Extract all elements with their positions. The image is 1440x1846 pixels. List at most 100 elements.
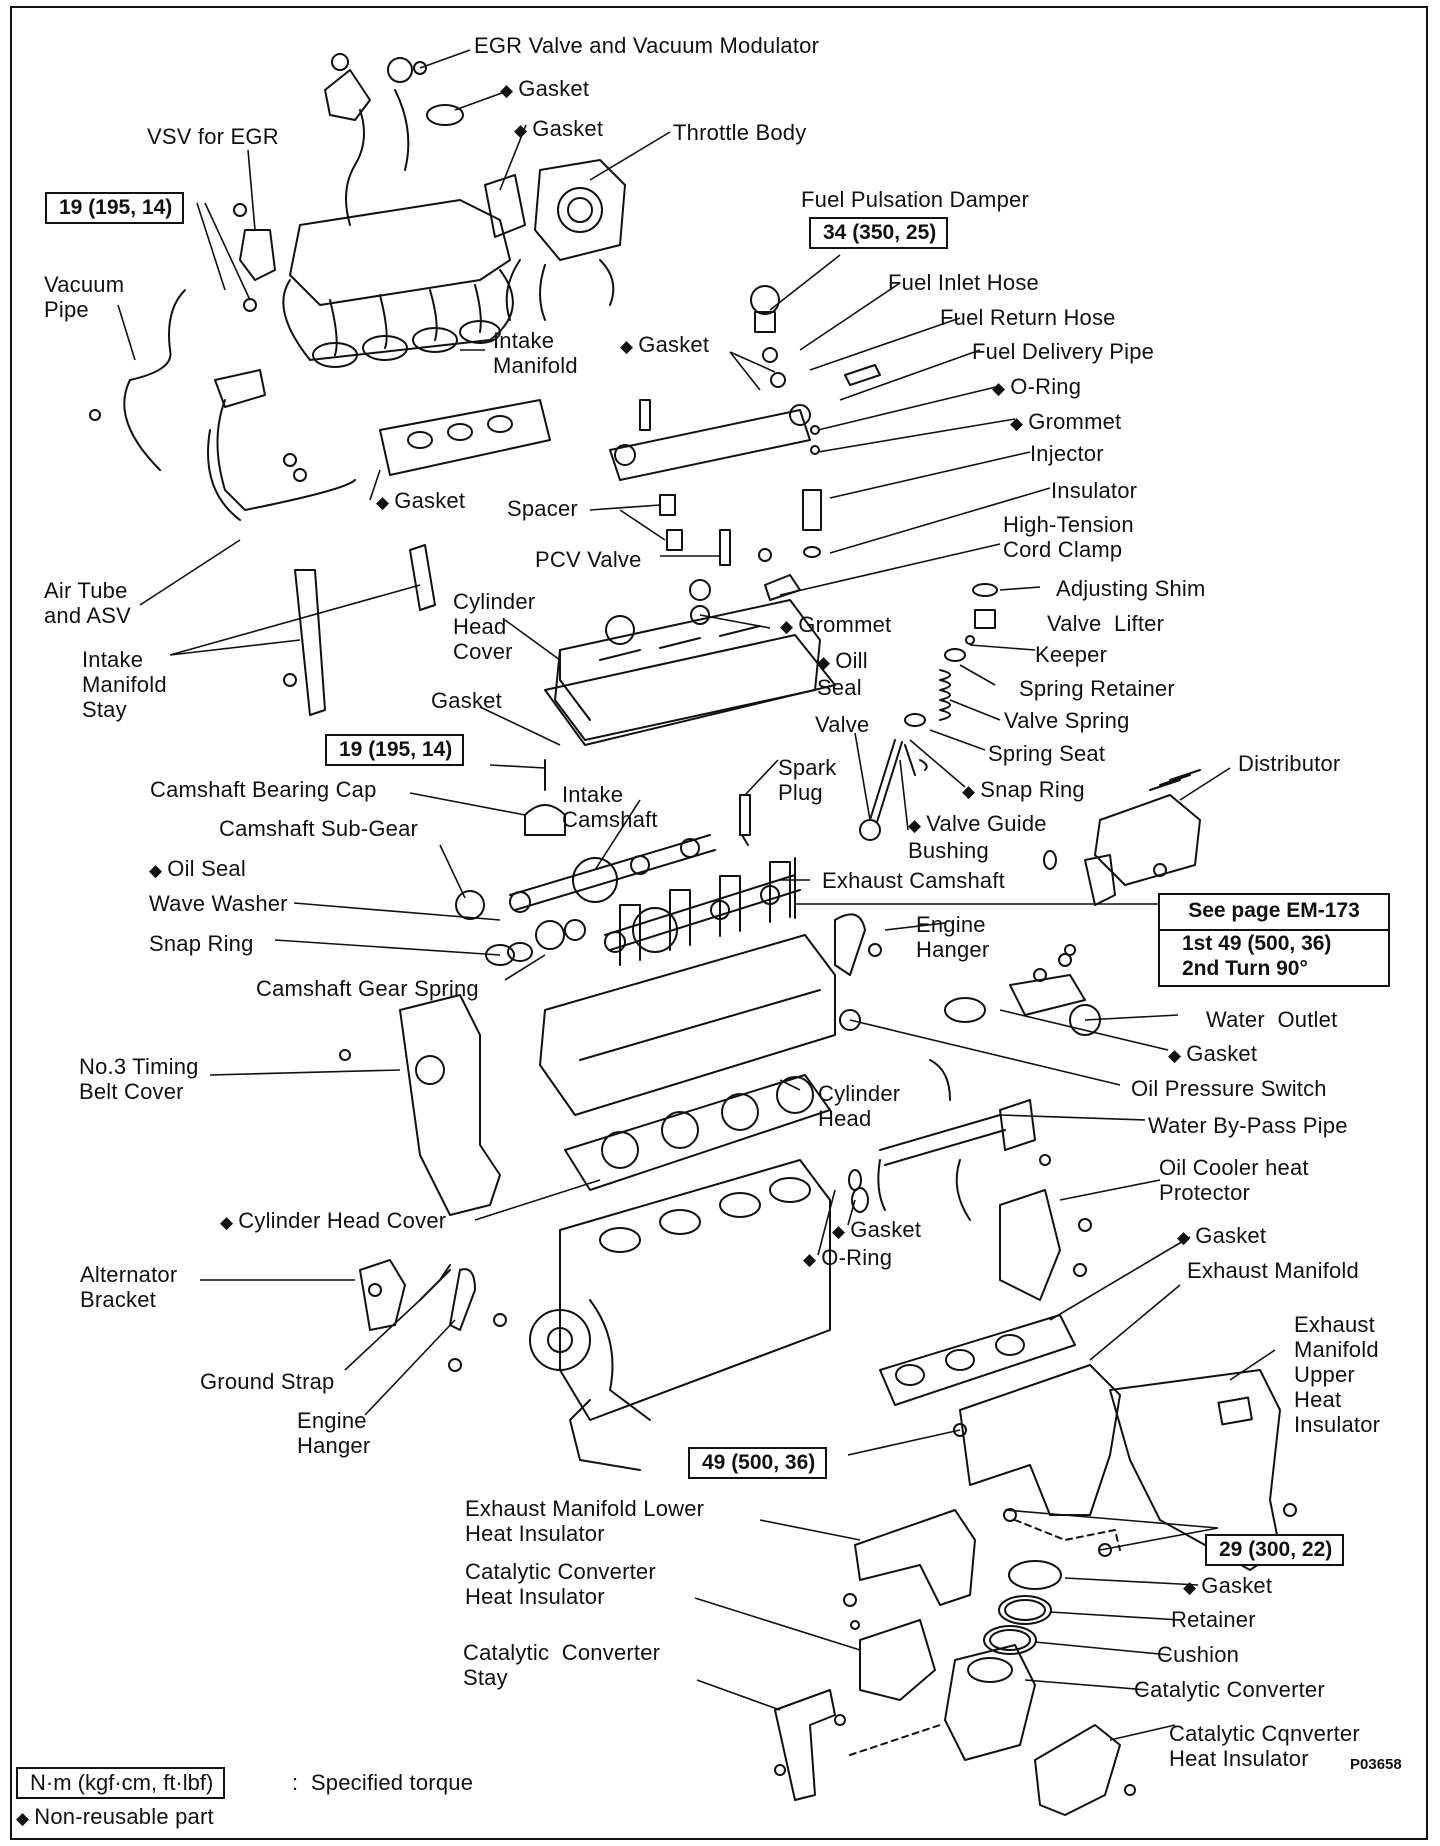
head-gasket-part: [564, 1074, 831, 1191]
label-cat-stay: Catalytic Converter Stay: [463, 1640, 661, 1690]
label-text: Gasket: [394, 488, 466, 513]
label-vacuum-pipe: Vacuum Pipe: [44, 272, 125, 322]
label-cat-heat-insulator-left: Catalytic Converter Heat Insulator: [465, 1559, 656, 1609]
label-gasket-catalytic: ◆Gasket: [1183, 1573, 1272, 1600]
label-injector: Injector: [1030, 441, 1104, 466]
intake-gasket-part: [379, 399, 551, 476]
torque-pulsation-damper: 34 (350, 25): [809, 217, 949, 249]
legend-torque-unit-box: N·m (kgf·cm, ft·lbf): [16, 1767, 226, 1799]
nonreusable-marker: ◆: [514, 121, 528, 140]
head-bolt-spec-step2: 2nd Turn 90°: [1182, 957, 1308, 980]
exhaust-manifold-part: [879, 1314, 1121, 1516]
label-text: Snap Ring: [980, 777, 1085, 802]
torque-head-cover: 19 (195, 14): [325, 734, 465, 766]
torque-catalytic: 29 (300, 22): [1205, 1534, 1345, 1566]
label-text: Gasket: [850, 1217, 922, 1242]
label-text: O-Ring: [821, 1245, 893, 1270]
label-spring-retainer: Spring Retainer: [1019, 676, 1175, 701]
label-spacer: Spacer: [507, 496, 578, 521]
label-gasket-fuel: ◆Gasket: [620, 332, 709, 359]
label-pcv-valve: PCV Valve: [535, 547, 642, 572]
nonreusable-marker: ◆: [1183, 1578, 1197, 1597]
label-cylinder-head-gasket: ◆Cylinder Head Cover: [220, 1208, 446, 1235]
bearing-cap-part: [524, 804, 566, 836]
label-gasket-water: ◆Gasket: [1168, 1041, 1257, 1068]
label-grommet-injector: ◆Grommet: [1010, 409, 1121, 436]
head-bolt-spec-box: See page EM-173 1st 49 (500, 36) 2nd Tur…: [1158, 893, 1390, 987]
label-throttle-body: Throttle Body: [673, 120, 807, 145]
label-text: Gasket: [518, 76, 590, 101]
label-snap-ring-valve: ◆Snap Ring: [962, 777, 1085, 804]
label-gasket-oring: ◆Gasket: [832, 1217, 921, 1244]
nonreusable-marker: ◆: [832, 1222, 846, 1241]
cat-insulator-right-part: [1034, 1724, 1121, 1816]
label-text: Oill Seal: [817, 648, 868, 700]
label-text: Oil Seal: [167, 856, 246, 881]
label-water-outlet: Water Outlet: [1206, 1007, 1338, 1032]
label-gasket-intake: ◆Gasket: [376, 488, 465, 515]
label-oil-seal-cam: ◆Oil Seal: [149, 856, 246, 883]
nonreusable-marker: ◆: [962, 782, 976, 801]
label-egr-valve: EGR Valve and Vacuum Modulator: [474, 33, 820, 58]
nonreusable-marker: ◆: [1010, 414, 1024, 433]
label-fuel-pulsation-damper: Fuel Pulsation Damper: [801, 187, 1029, 212]
cat-stay-part: [774, 1689, 836, 1801]
label-intake-manifold: Intake Manifold: [493, 328, 578, 378]
label-engine-hanger-bottom: Engine Hanger: [297, 1408, 371, 1458]
engine-block-part: [529, 1159, 831, 1471]
timing-cover-part: [399, 994, 501, 1216]
label-oil-seal-head: ◆Oill Seal: [817, 648, 868, 700]
label-camshaft-sub-gear: Camshaft Sub-Gear: [219, 816, 419, 841]
label-fuel-return-hose: Fuel Return Hose: [940, 305, 1116, 330]
nonreusable-marker: ◆: [620, 337, 634, 356]
figure-frame: [10, 6, 1428, 1840]
catalytic-converter-part: [944, 1644, 1036, 1761]
figure-id: P03658: [1350, 1756, 1402, 1773]
label-valve-spring: Valve Spring: [1004, 708, 1130, 733]
head-bolt-spec-step1: 1st 49 (500, 36): [1182, 932, 1332, 955]
label-engine-hanger-top: Engine Hanger: [916, 912, 990, 962]
head-bolt-spec-title: See page EM-173: [1160, 895, 1388, 931]
spacer-pcv-part: [659, 494, 801, 601]
legend-nonreusable: ◆Non-reusable part: [16, 1804, 214, 1831]
label-text: Gasket: [1186, 1041, 1258, 1066]
nonreusable-marker: ◆: [803, 1250, 817, 1269]
oil-cooler-protector-part: [999, 1189, 1061, 1301]
label-spring-seat: Spring Seat: [988, 741, 1106, 766]
valve-train-part: [859, 583, 998, 841]
nonreusable-marker: ◆: [1177, 1228, 1191, 1247]
label-cushion: Cushion: [1157, 1642, 1240, 1667]
vsv-part: [89, 203, 276, 471]
label-wave-washer: Wave Washer: [149, 891, 288, 916]
label-vsv-egr: VSV for EGR: [147, 124, 279, 149]
label-gasket-cover: Gasket: [431, 688, 502, 713]
label-text: Cylinder Head Cover: [238, 1208, 447, 1233]
label-cylinder-head-cover: Cylinder Head Cover: [453, 589, 536, 664]
label-exhaust-upper-insulator: Exhaust Manifold Upper Heat Insulator: [1294, 1312, 1381, 1437]
label-valve-guide-bushing: ◆Valve Guide Bushing: [908, 811, 1047, 863]
label-high-tension-cord-clamp: High-Tension Cord Clamp: [1003, 512, 1134, 562]
label-text: Gasket: [532, 116, 604, 141]
label-text: Gasket: [1195, 1223, 1267, 1248]
air-tube-asv-part: [207, 369, 356, 521]
distributor-part: [1043, 769, 1201, 906]
label-text: Gasket: [638, 332, 710, 357]
nonreusable-marker: ◆: [16, 1809, 30, 1828]
label-camshaft-bearing-cap: Camshaft Bearing Cap: [150, 777, 377, 802]
label-insulator: Insulator: [1051, 478, 1138, 503]
label-exhaust-manifold: Exhaust Manifold: [1187, 1258, 1359, 1283]
label-snap-ring-cam: Snap Ring: [149, 931, 254, 956]
nonreusable-marker: ◆: [817, 653, 831, 672]
nonreusable-marker: ◆: [149, 861, 163, 880]
label-gasket-exhaust: ◆Gasket: [1177, 1223, 1266, 1250]
label-o-ring-fuel: ◆O-Ring: [992, 374, 1081, 401]
nonreusable-marker: ◆: [992, 379, 1006, 398]
nonreusable-marker: ◆: [1168, 1046, 1182, 1065]
legend-torque-desc: : Specified torque: [292, 1770, 474, 1795]
label-camshaft-gear-spring: Camshaft Gear Spring: [256, 976, 479, 1001]
label-keeper: Keeper: [1035, 642, 1108, 667]
throttle-body-part: [484, 159, 626, 321]
label-intake-manifold-stay: Intake Manifold Stay: [82, 647, 167, 722]
label-spark-plug: Spark Plug: [778, 755, 837, 805]
